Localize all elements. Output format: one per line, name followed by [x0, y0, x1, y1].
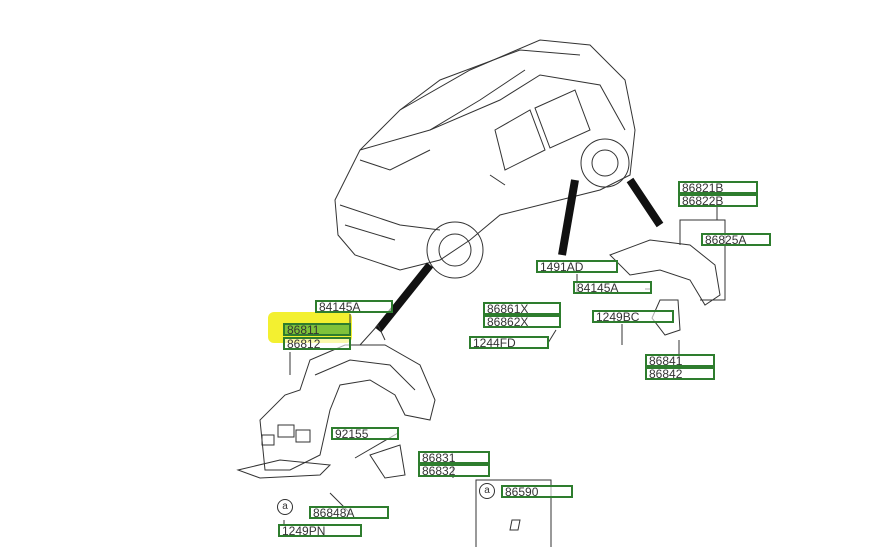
- part-label-1491ad[interactable]: 1491AD: [536, 260, 618, 273]
- part-label-86862x[interactable]: 86862X: [483, 315, 561, 328]
- part-label-86821b[interactable]: 86821B: [678, 181, 758, 194]
- part-label-86848a[interactable]: 86848A: [309, 506, 389, 519]
- front-wheel-guard-drawing: [236, 324, 436, 479]
- part-label-84145a-rear[interactable]: 84145A: [573, 281, 652, 294]
- part-label-92155[interactable]: 92155: [331, 427, 399, 440]
- callout-a-box: a: [479, 483, 495, 499]
- part-label-86822b[interactable]: 86822B: [678, 194, 758, 207]
- part-label-86831[interactable]: 86831: [418, 451, 490, 464]
- car-illustration: [334, 39, 636, 279]
- part-label-1249pn[interactable]: 1249PN: [278, 524, 362, 537]
- part-label-86841[interactable]: 86841: [645, 354, 715, 367]
- part-label-86590[interactable]: 86590: [501, 485, 573, 498]
- part-label-1244fd[interactable]: 1244FD: [469, 336, 549, 349]
- part-label-1249bc[interactable]: 1249BC: [592, 310, 674, 323]
- part-label-86811[interactable]: 86811: [283, 323, 351, 336]
- part-label-86832[interactable]: 86832: [418, 464, 490, 477]
- part-label-86812[interactable]: 86812: [283, 337, 351, 350]
- part-label-86825a[interactable]: 86825A: [701, 233, 771, 246]
- part-label-86861x[interactable]: 86861X: [483, 302, 561, 315]
- callout-a-front: a: [277, 499, 293, 515]
- part-label-86842[interactable]: 86842: [645, 367, 715, 380]
- part-label-84145a-front[interactable]: 84145A: [315, 300, 393, 313]
